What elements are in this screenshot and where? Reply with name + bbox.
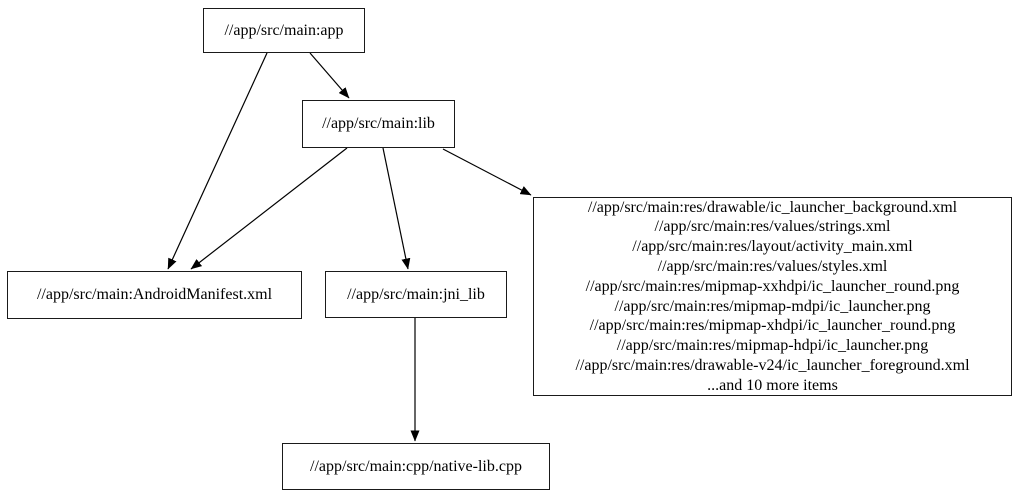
node-jni-lib: //app/src/main:jni_lib [325,271,507,318]
resource-item: //app/src/main:res/values/styles.xml [657,257,888,275]
node-android-manifest: //app/src/main:AndroidManifest.xml [7,271,302,319]
node-lib: //app/src/main:lib [302,100,455,148]
edge-lib-to-android-manifest [190,147,348,270]
resource-item: //app/src/main:res/mipmap-hdpi/ic_launch… [616,337,929,355]
node-android-manifest-label: //app/src/main:AndroidManifest.xml [36,286,273,303]
node-native-lib-cpp-label: //app/src/main:cpp/native-lib.cpp [310,457,522,475]
resource-more-items: ...and 10 more items [707,376,838,394]
edge-lib-to-jni-lib [382,147,411,270]
resource-item: //app/src/main:res/drawable-v24/ic_launc… [575,356,970,374]
resource-item: //app/src/main:res/layout/activity_main.… [632,238,913,256]
edge-lib-to-resources [442,148,532,196]
resource-item: //app/src/main:res/values/strings.xml [654,218,891,236]
node-resources: //app/src/main:res/drawable/ic_launcher_… [533,197,1012,396]
edge-app-to-android-manifest [167,52,268,270]
node-app-label: //app/src/main:app [224,21,344,39]
node-native-lib-cpp: //app/src/main:cpp/native-lib.cpp [282,443,550,490]
resource-item: //app/src/main:res/drawable/ic_launcher_… [587,198,958,216]
resource-item: //app/src/main:res/mipmap-xhdpi/ic_launc… [589,317,956,335]
node-lib-label: //app/src/main:lib [322,115,435,132]
node-app: //app/src/main:app [203,8,365,53]
node-jni-lib-label: //app/src/main:jni_lib [347,285,485,303]
resource-item: //app/src/main:res/mipmap-mdpi/ic_launch… [614,297,931,315]
edge-app-to-lib [309,52,350,99]
resource-item: //app/src/main:res/mipmap-xxhdpi/ic_laun… [585,277,960,295]
